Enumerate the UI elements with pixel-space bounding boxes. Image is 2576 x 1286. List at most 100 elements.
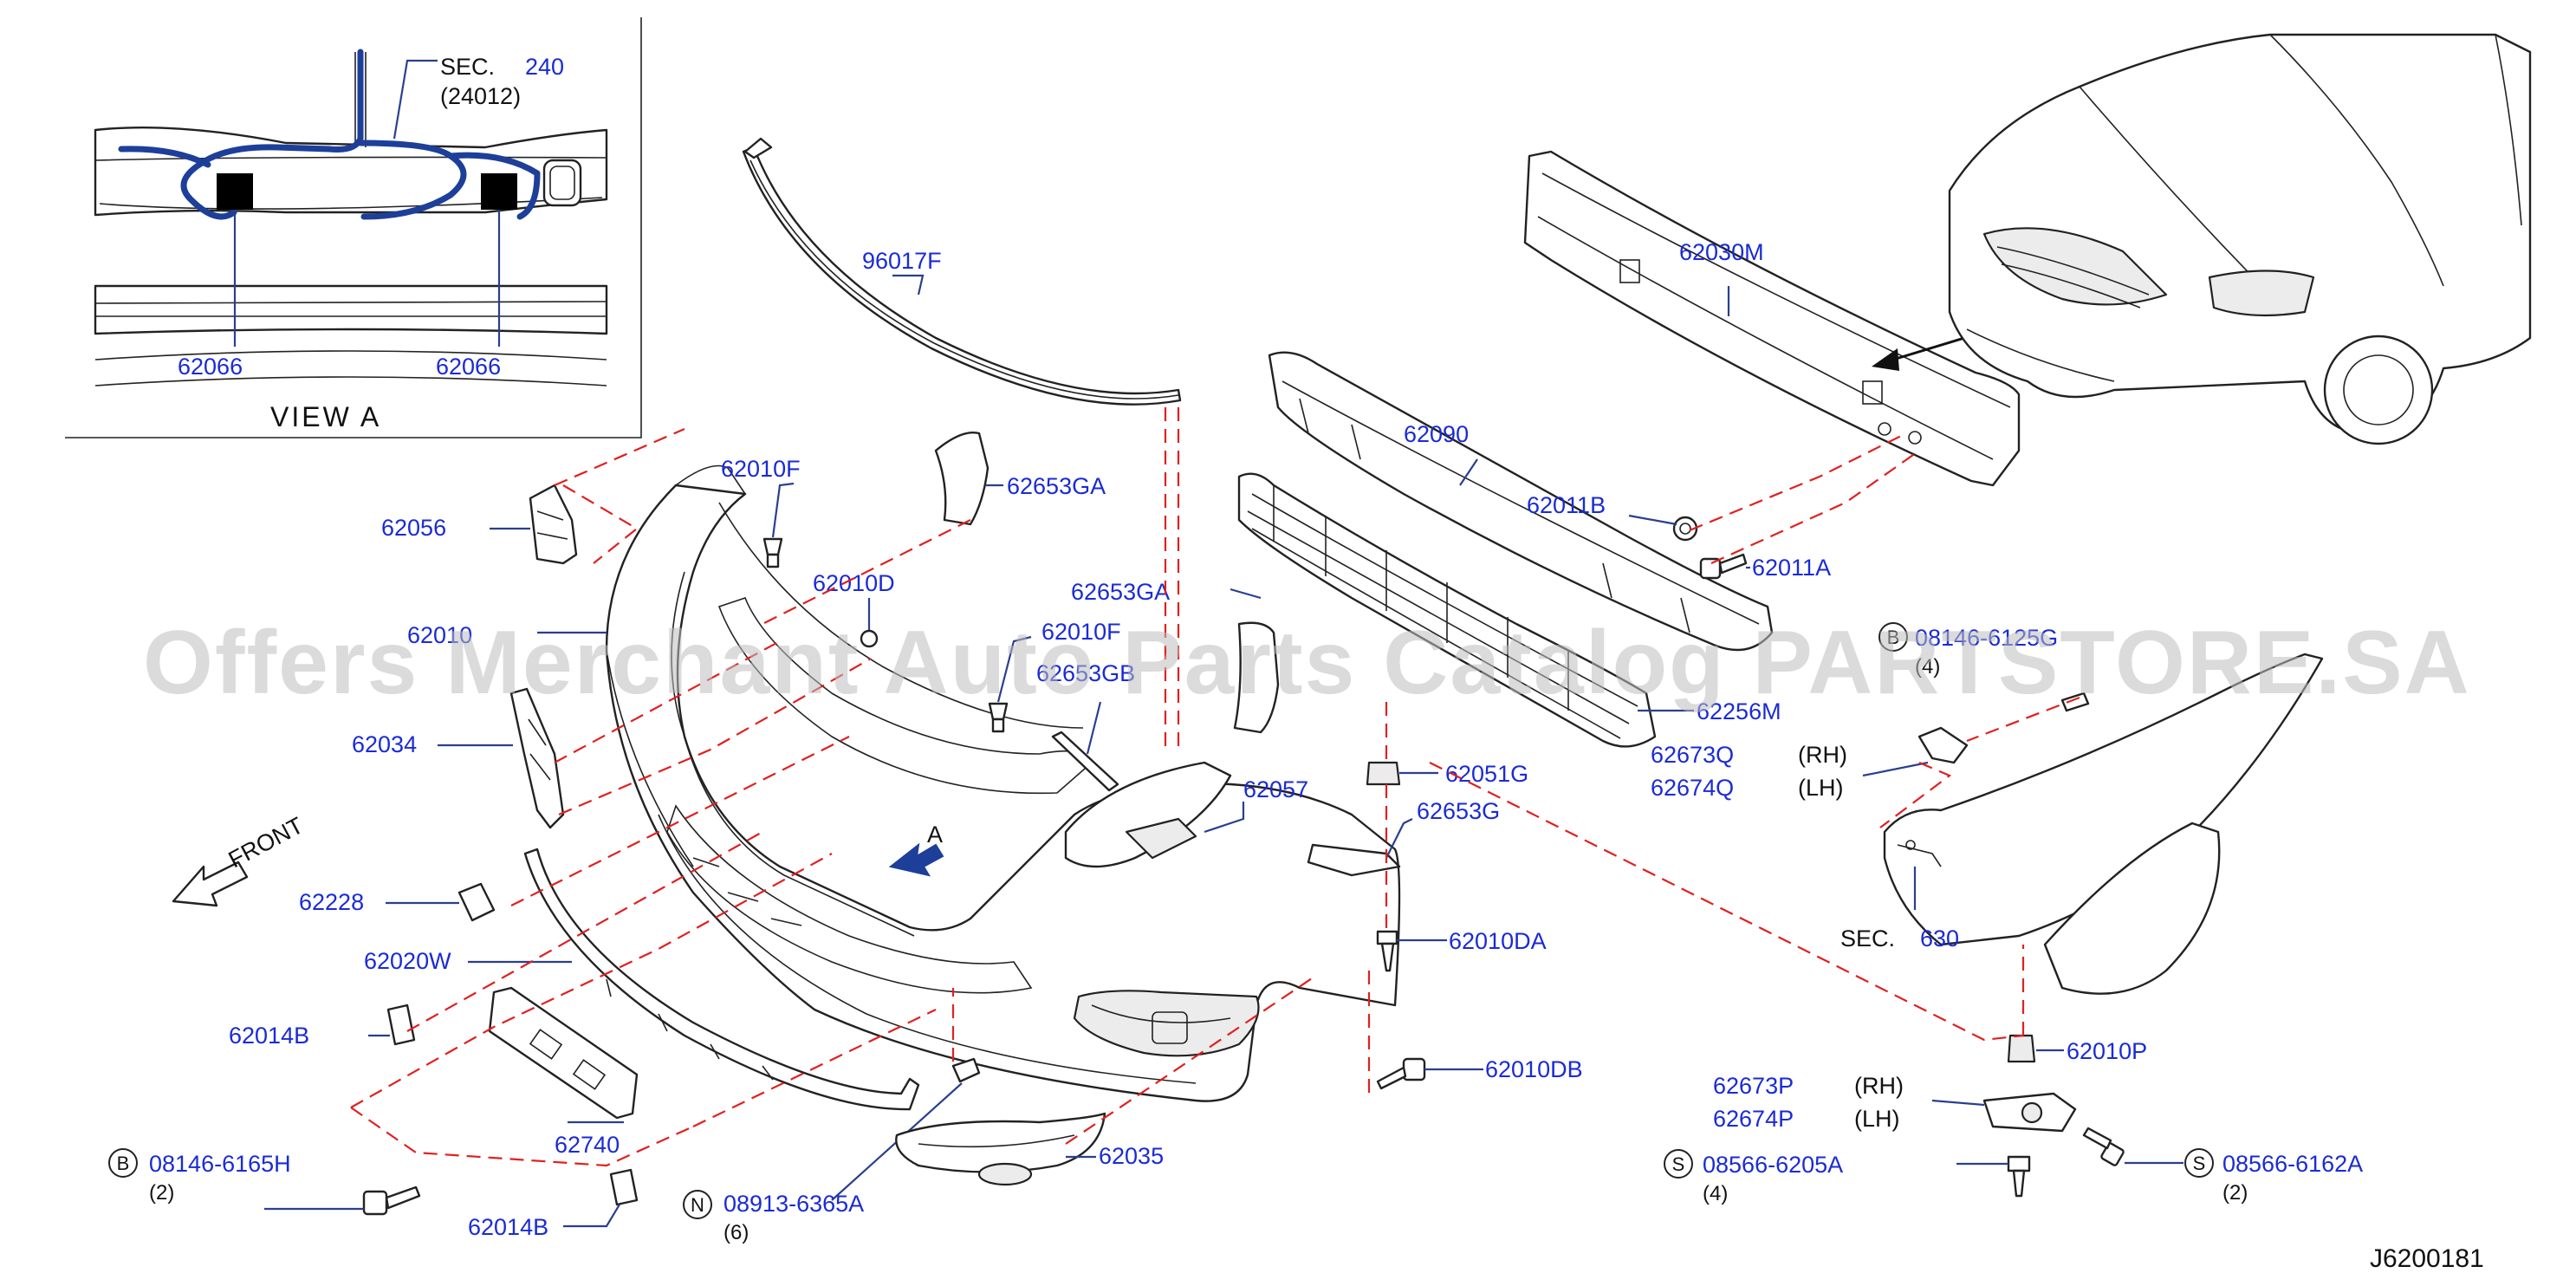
screw-62010DB <box>1376 1057 1426 1090</box>
qty-08566-6162A: (2) <box>2222 1181 2248 1205</box>
license-bracket-62740 <box>488 986 639 1120</box>
part-08146-6165H[interactable]: 08146-6165H <box>149 1151 291 1177</box>
absorber-62090 <box>1268 351 1774 652</box>
callout-62057[interactable]: 62057 <box>1243 776 1308 802</box>
vehicle-silhouette <box>1948 33 2532 445</box>
bracket-62673Q <box>1917 726 1969 764</box>
watermark: Offers Merchant Auto Parts Catalog PARTS… <box>143 613 2471 713</box>
callout-62674Q[interactable]: 62674Q <box>1651 775 1734 801</box>
qty-08146-6165H: (2) <box>149 1181 174 1205</box>
inset-sec-label: SEC. <box>440 54 495 80</box>
inset-lower-bar <box>94 284 608 335</box>
qty-08566-6205A: (4) <box>1703 1182 1728 1205</box>
absorber-62653GA-mid <box>1233 621 1280 734</box>
callout-62014B-bottom[interactable]: 62014B <box>468 1214 548 1240</box>
callout-62228[interactable]: 62228 <box>299 889 364 915</box>
callout-62056[interactable]: 62056 <box>381 515 446 541</box>
diagram-code: J6200181 <box>2370 1244 2484 1273</box>
molding-strip-62653GB <box>1051 731 1119 792</box>
bracket-62056 <box>529 484 578 565</box>
callout-62034[interactable]: 62034 <box>352 731 417 757</box>
rh-label: (RH) <box>1798 742 1847 768</box>
callout-62674P[interactable]: 62674P <box>1713 1106 1794 1132</box>
callout-62030M[interactable]: 62030M <box>1679 239 1764 265</box>
view-a-label: VIEW A <box>270 401 381 432</box>
part-08146-6125G[interactable]: 08146-6125G <box>1915 625 2058 651</box>
sensor-left <box>217 173 253 210</box>
bolt-08146-6165H <box>362 1185 421 1216</box>
callout-62011B[interactable]: 62011B <box>1527 492 1606 518</box>
sensor-right <box>481 173 517 210</box>
callout-62256M[interactable]: 62256M <box>1697 698 1781 724</box>
callout-62066-left[interactable]: 62066 <box>178 354 243 380</box>
absorber-62653GA-top <box>934 432 990 526</box>
callout-62740[interactable]: 62740 <box>555 1132 620 1158</box>
callout-62020W[interactable]: 62020W <box>364 948 451 974</box>
callout-62010P[interactable]: 62010P <box>2067 1038 2147 1064</box>
callout-62011A[interactable]: 62011A <box>1752 555 1831 581</box>
clip-62010F-top <box>762 537 783 568</box>
callout-62010DB[interactable]: 62010DB <box>1485 1056 1583 1082</box>
callout-62090[interactable]: 62090 <box>1404 421 1469 447</box>
inset-sec-sub: (24012) <box>440 83 521 109</box>
fog-bezel-62035 <box>895 1112 1106 1186</box>
callout-62653GA-mid[interactable]: 62653GA <box>1071 579 1170 605</box>
screw-62010DA <box>1376 930 1398 972</box>
nut-08913-6365A <box>951 1057 981 1083</box>
front-arrow <box>172 861 249 907</box>
callout-62035[interactable]: 62035 <box>1099 1143 1164 1169</box>
front-label: FRONT <box>224 812 308 873</box>
callout-62010F-top[interactable]: 62010F <box>721 456 801 482</box>
callout-62653G[interactable]: 62653G <box>1417 798 1500 824</box>
assembly-guides <box>350 407 2080 1167</box>
lh-label: (LH) <box>1798 775 1844 801</box>
callout-62051G[interactable]: 62051G <box>1445 761 1528 787</box>
callout-62066-right[interactable]: 62066 <box>436 354 501 380</box>
callout-62673Q[interactable]: 62673Q <box>1651 742 1734 768</box>
view-a-arrow-label: A <box>927 822 943 848</box>
reinforcement-62030M <box>1523 150 2021 487</box>
part-08913-6365A[interactable]: 08913-6365A <box>723 1191 864 1217</box>
sec630-label: SEC. <box>1840 926 1895 952</box>
symbol-b-bolt: B <box>117 1153 130 1174</box>
grille-62256M <box>1237 472 1657 748</box>
view-a-arrow <box>888 842 944 877</box>
grille-lower-opening <box>1064 761 1232 868</box>
screw-08566-6205A <box>2007 1155 2031 1198</box>
harness-wire-right <box>357 140 467 220</box>
inset-frame <box>65 17 642 438</box>
symbol-s-screw-left: S <box>1672 1153 1685 1175</box>
part-08566-6162A[interactable]: 08566-6162A <box>2222 1151 2363 1177</box>
callout-96017F[interactable]: 96017F <box>862 248 942 274</box>
callout-62014B-top[interactable]: 62014B <box>229 1023 309 1049</box>
bumper-fascia <box>605 464 1401 1102</box>
clip-62014B-bottom <box>609 1168 639 1206</box>
fender-liner <box>1883 653 2324 995</box>
bolt-08146-6125G <box>2060 692 2090 712</box>
callout-62010[interactable]: 62010 <box>407 622 472 648</box>
part-08566-6205A[interactable]: 08566-6205A <box>1703 1152 1843 1178</box>
sec630-number[interactable]: 630 <box>1920 926 1959 952</box>
callout-62010F-mid[interactable]: 62010F <box>1041 619 1121 645</box>
callout-62673P[interactable]: 62673P <box>1713 1073 1794 1099</box>
callout-62010DA[interactable]: 62010DA <box>1449 928 1547 954</box>
callout-62653GA-top[interactable]: 62653GA <box>1007 473 1106 499</box>
clip-62010D <box>860 629 879 648</box>
clip-62014B-top <box>386 1003 416 1046</box>
qty-08146-6125G: (4) <box>1915 655 1940 679</box>
bracket-62034 <box>509 687 565 829</box>
symbol-b-bolt-fender: B <box>1887 627 1900 648</box>
lh2-label: (LH) <box>1854 1106 1900 1132</box>
retainer-62051G <box>1366 761 1401 786</box>
symbol-n-nut: N <box>691 1194 704 1216</box>
bracket-62673P <box>1982 1092 2077 1133</box>
inset-sec-number[interactable]: 240 <box>525 54 564 80</box>
clip-62010P <box>2007 1034 2036 1063</box>
inset-lamp-hole <box>542 159 582 207</box>
bolt-62011A <box>1699 553 1748 580</box>
view-a-inset: SEC. 240 (24012) 62066 62066 VIEW A <box>65 17 642 438</box>
callout-62653GB[interactable]: 62653GB <box>1036 660 1135 686</box>
bumper-top-molding <box>742 137 1182 406</box>
side-bracket-62653G <box>1307 843 1401 877</box>
